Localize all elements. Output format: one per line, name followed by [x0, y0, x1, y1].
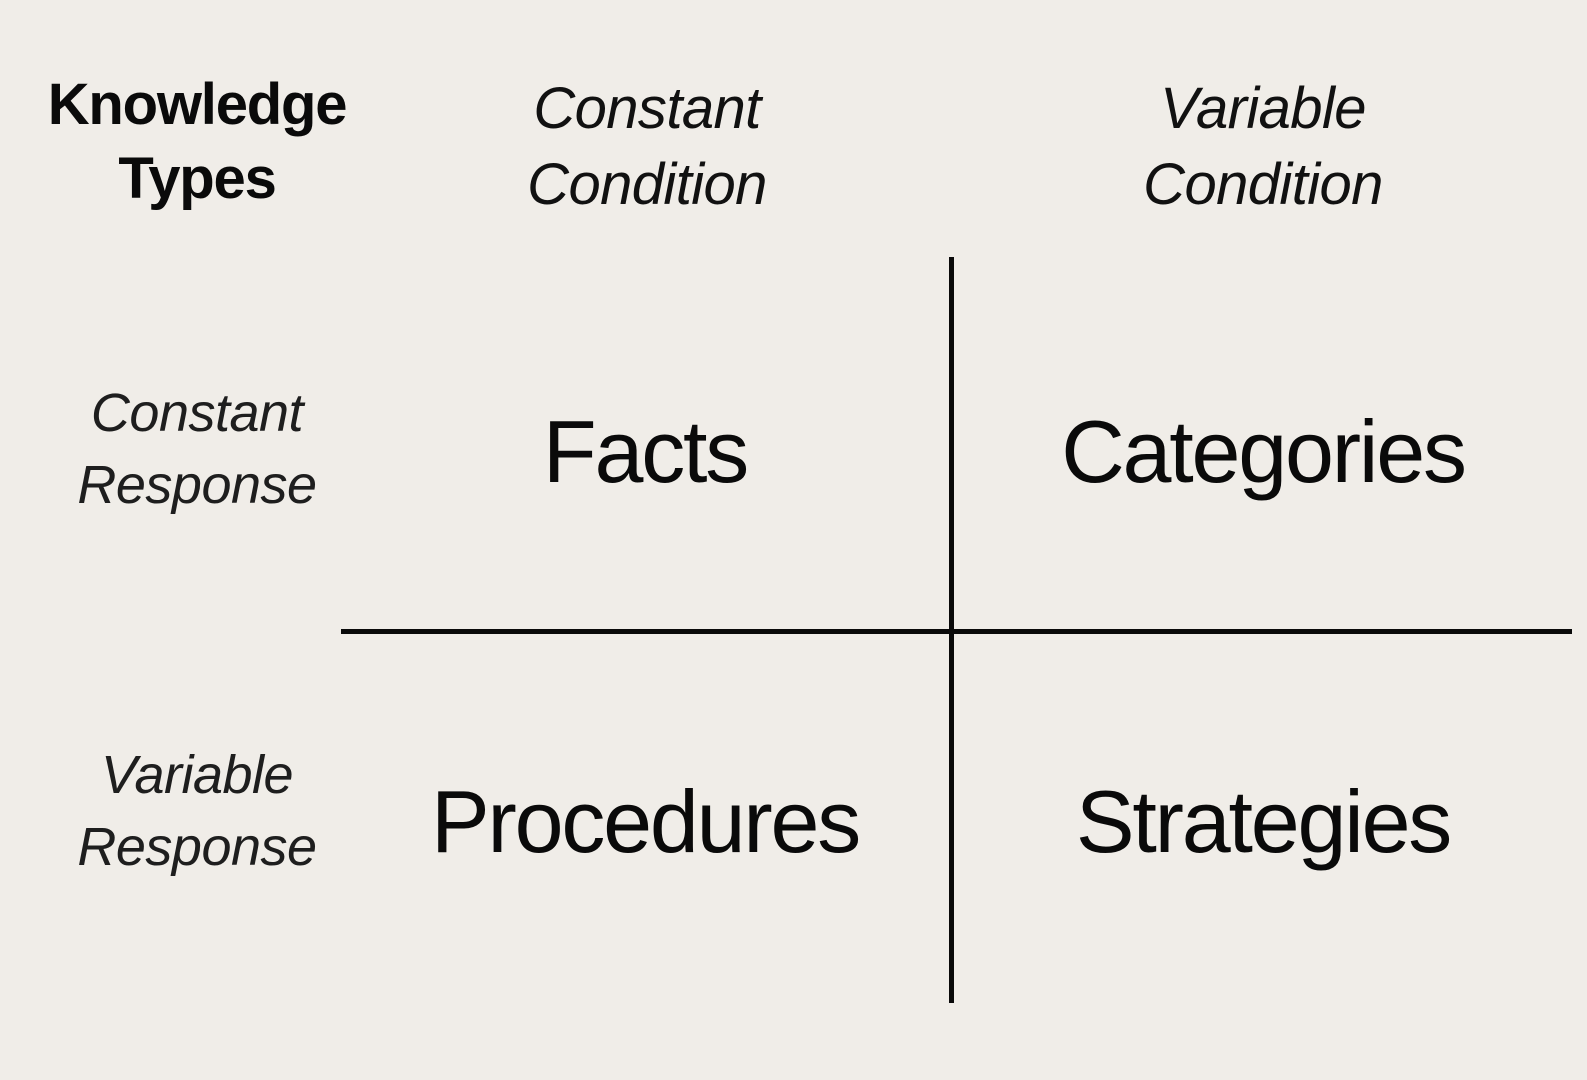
row-header-constant-response: Constant Response [0, 360, 394, 540]
column-header-variable-condition-line-1: Variable [1160, 76, 1366, 142]
matrix-cell-categories: Categories [1061, 402, 1467, 502]
matrix-cell-facts: Facts [542, 402, 749, 502]
column-header-variable-condition-line-2: Condition [1143, 152, 1383, 217]
column-header-variable-condition: Variable Condition [954, 62, 1572, 232]
row-header-constant-response-line-2: Response [77, 455, 317, 515]
corner-title-line-2: Types [118, 146, 277, 211]
matrix-horizontal-divider [341, 629, 1572, 634]
corner-title-line-1: Knowledge [47, 72, 348, 138]
row-header-constant-response-line-1: Constant [90, 383, 304, 444]
column-header-constant-condition-line-1: Constant [533, 76, 761, 142]
matrix-cell-procedures: Procedures [430, 772, 861, 872]
row-header-variable-response-line-2: Response [77, 817, 317, 877]
column-header-constant-condition-line-2: Condition [527, 152, 767, 217]
column-header-constant-condition: Constant Condition [341, 62, 953, 232]
row-header-variable-response-line-1: Variable [100, 745, 294, 806]
row-header-variable-response: Variable Response [0, 722, 394, 902]
matrix-corner-title: Knowledge Types [0, 62, 394, 222]
matrix-cell-strategies: Strategies [1075, 772, 1452, 872]
